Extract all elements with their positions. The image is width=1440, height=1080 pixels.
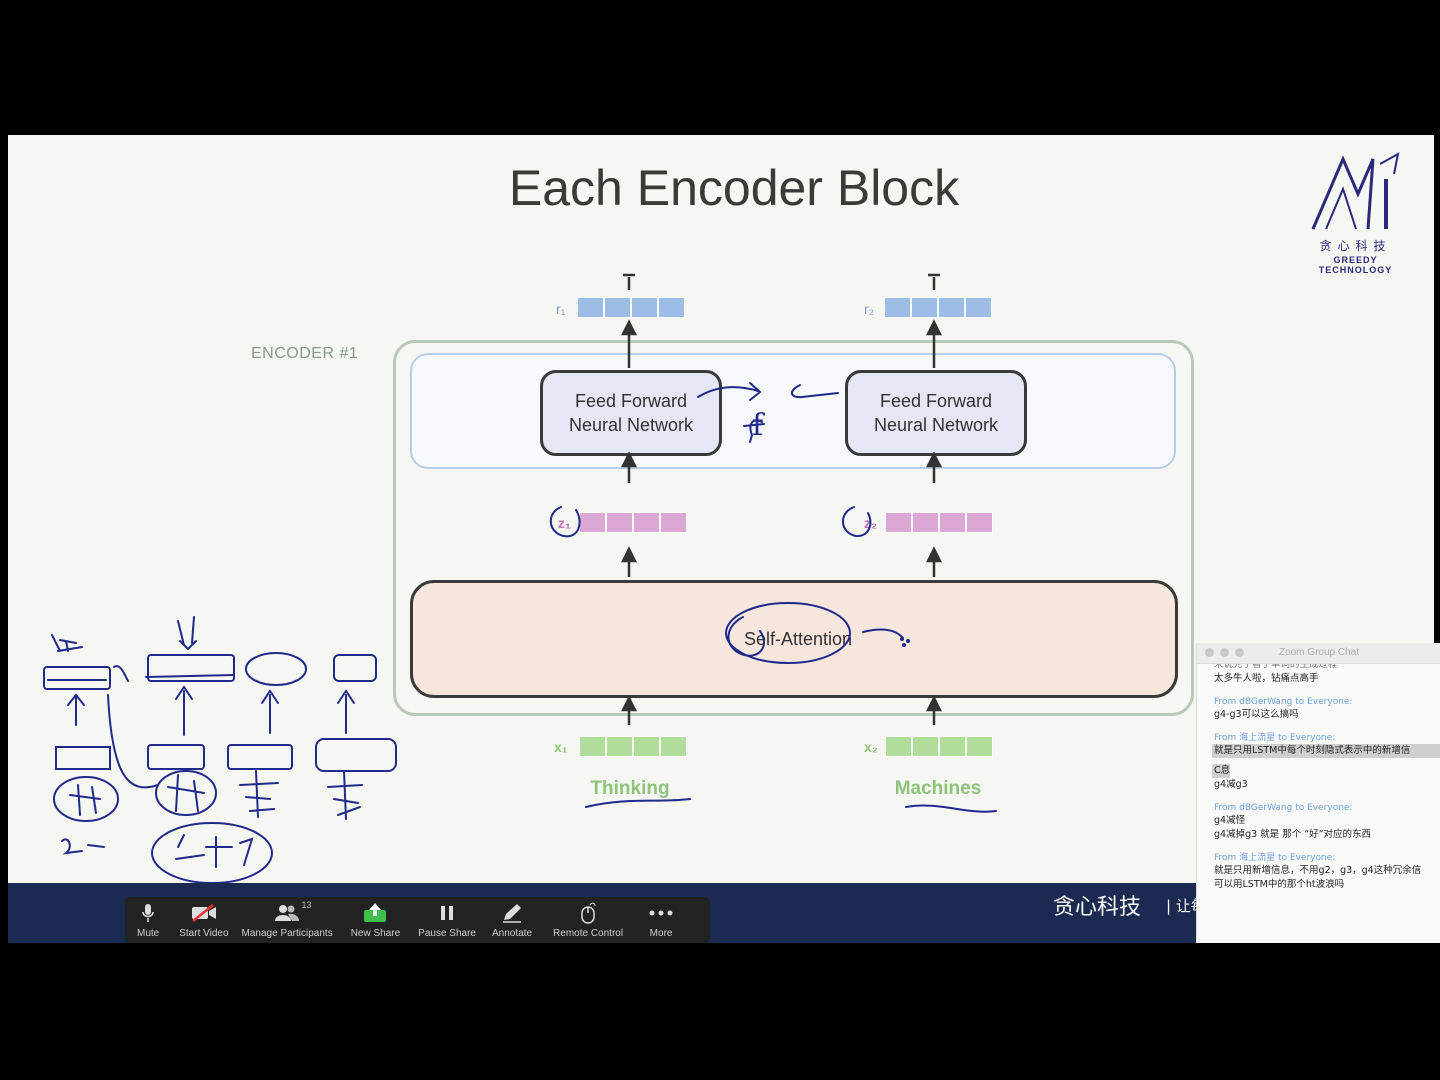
handwritten-annotations: f [43, 382, 997, 884]
remote-control-button[interactable]: Remote Control [553, 897, 623, 943]
ellipsis-icon [649, 902, 673, 924]
diagram-arrows [620, 273, 943, 725]
logo-english-text: GREEDY TECHNOLOGY [1318, 255, 1393, 275]
new-share-button[interactable]: New Share [351, 897, 400, 943]
start-video-label: Start Video [179, 928, 229, 939]
z1-label: z₁ [558, 515, 571, 531]
group-chat-panel: Zoom Group Chat 来说完了看了单词的生成过程 太多牛人啦，钻痛点高… [1196, 643, 1440, 943]
chat-sender: From dBGerWang to Everyone: [1214, 803, 1353, 813]
annotate-button[interactable]: Annotate [492, 897, 532, 943]
logo-chinese-text: 贪心科技 [1319, 239, 1392, 253]
zoom-dot-icon[interactable] [1235, 648, 1244, 657]
r1-label: r₁ [556, 301, 566, 317]
input-word-thinking: Thinking [590, 778, 670, 799]
x2-vector [885, 736, 993, 757]
participant-count: 13 [301, 900, 312, 910]
self-attention-layer: Self-Attention [410, 580, 1178, 698]
input-word-machines: Machines [894, 778, 982, 799]
more-label: More [649, 928, 673, 939]
r2-label: r₂ [864, 301, 875, 317]
close-dot-icon[interactable] [1205, 648, 1214, 657]
manage-participants-label: Manage Participants [241, 928, 333, 939]
mute-label: Mute [137, 928, 160, 939]
encoder-label: ENCODER #1 [251, 345, 359, 362]
feed-forward-layer [410, 353, 1176, 469]
annotate-label: Annotate [492, 928, 533, 939]
encoder-block-frame [393, 340, 1194, 716]
chat-clipped-line: 来说完了看了单词的生成过程 [1214, 659, 1338, 670]
chat-line: 就是只用新增信息，不用g2，g3，g4这种冗余信 [1214, 865, 1422, 876]
r1-vector [577, 297, 685, 318]
microphone-icon [141, 902, 155, 924]
x1-label: x₁ [554, 739, 568, 755]
chat-line: g4减g3 [1214, 779, 1248, 790]
chat-sender: From 海上流星 to Everyone: [1214, 733, 1336, 743]
pause-share-label: Pause Share [418, 928, 476, 939]
ff-left-line2: Neural Network [568, 415, 694, 435]
pause-icon [440, 902, 454, 924]
company-logo: 贪心科技 GREEDY TECHNOLOGY [1298, 149, 1428, 275]
x1-vector [579, 736, 687, 757]
new-share-label: New Share [350, 928, 401, 939]
manage-participants-button[interactable]: 13 Manage Participants [242, 897, 333, 943]
footer-brand: 贪心科技 [1053, 895, 1142, 920]
footer-tagline: | 让每 [1166, 897, 1206, 915]
chat-line-selected: 就是只用LSTM中每个时刻隐式表示中的新增信 [1212, 744, 1440, 758]
slide-title: Each Encoder Block [508, 160, 960, 216]
z2-vector [885, 512, 993, 533]
chat-messages[interactable]: 来说完了看了单词的生成过程 太多牛人啦，钻痛点高手 From dBGerWang… [1197, 658, 1440, 892]
mute-button[interactable]: Mute [137, 897, 159, 943]
chat-titlebar[interactable]: Zoom Group Chat [1197, 643, 1440, 664]
ff-left-line1: Feed Forward [574, 391, 688, 411]
start-video-button[interactable]: Start Video [179, 897, 229, 943]
chat-line: g4减怪 [1214, 815, 1246, 826]
meeting-toolbar: Mute Start Video 13 Manage Participants … [125, 897, 710, 943]
mouse-icon [579, 902, 597, 924]
chat-sender: From 海上流星 to Everyone: [1214, 853, 1336, 863]
chat-sender: From dBGerWang to Everyone: [1214, 697, 1353, 707]
ff-right-line1: Feed Forward [879, 391, 993, 411]
pause-share-button[interactable]: Pause Share [418, 897, 476, 943]
chat-line-selected: C息 [1212, 764, 1231, 778]
chat-line: 可以用LSTM中的那个ht波浪吗 [1214, 879, 1345, 890]
minimize-dot-icon[interactable] [1220, 648, 1229, 657]
window-controls [1205, 648, 1244, 657]
chat-line: 太多牛人啦，钻痛点高手 [1214, 673, 1319, 684]
participants-icon [274, 902, 300, 924]
chat-line: g4减掉g3 就是 那个 “好”对应的东西 [1214, 829, 1372, 840]
pencil-icon [501, 902, 523, 924]
ff-right-line2: Neural Network [873, 415, 999, 435]
video-off-icon [191, 902, 217, 924]
more-button[interactable]: More [649, 897, 673, 943]
x2-label: x₂ [864, 739, 879, 755]
self-attention-label: Self-Attention [743, 629, 853, 649]
r2-vector [884, 297, 992, 318]
remote-control-label: Remote Control [553, 928, 624, 939]
chat-title: Zoom Group Chat [1278, 647, 1360, 658]
handwritten-f: f [752, 408, 765, 443]
chat-line: g4-g3可以这么搞吗 [1214, 709, 1299, 720]
share-icon [363, 902, 387, 924]
